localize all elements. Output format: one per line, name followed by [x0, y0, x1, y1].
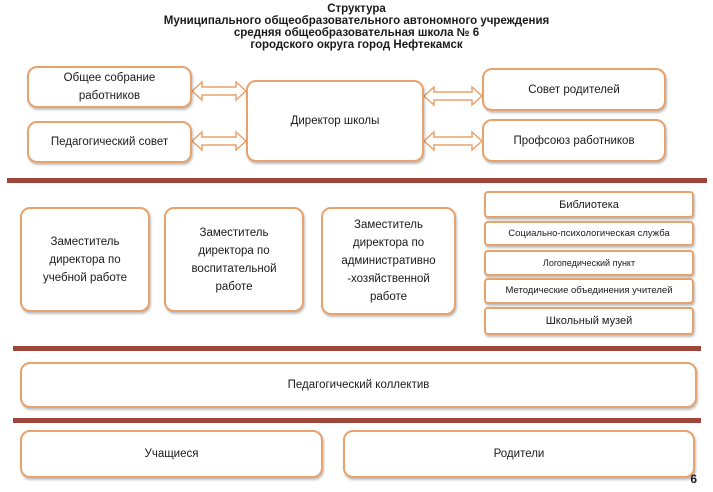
- trade-union-box: Профсоюз работников: [482, 119, 666, 162]
- arrow-pedagogical-council-director: [190, 130, 248, 152]
- deputy-academic-box: Заместитель директора по учебной работе: [20, 207, 150, 312]
- deputy-educational-box: Заместитель директора по воспитательной …: [164, 207, 304, 312]
- students-box: Учащиеся: [20, 430, 323, 478]
- deputy-administrative-box: Заместитель директора по административно…: [321, 207, 456, 315]
- library-box: Библиотека: [484, 191, 694, 218]
- page-number: 6: [690, 472, 697, 486]
- director-box: Директор школы: [246, 80, 424, 162]
- arrow-director-parents-council: [422, 85, 484, 107]
- divider-3: [13, 418, 701, 423]
- general-meeting-box: Общее собрание работников: [27, 66, 192, 108]
- school-museum-box: Школьный музей: [484, 307, 694, 335]
- psych-service-box: Социально-психологическая служба: [484, 221, 694, 246]
- parents-box: Родители: [343, 430, 695, 478]
- parents-council-box: Совет родителей: [482, 68, 666, 111]
- pedagogical-council-box: Педагогический совет: [27, 121, 192, 163]
- methodical-associations-box: Методические объединения учителей: [484, 278, 694, 304]
- speech-therapy-box: Логопедический пункт: [484, 250, 694, 276]
- title-line-1: Структура: [327, 3, 386, 15]
- divider-2: [13, 346, 701, 351]
- arrow-director-trade-union: [422, 130, 484, 152]
- title-line-2: Муниципального общеобразовательного авто…: [163, 15, 550, 27]
- divider-1: [7, 178, 707, 183]
- arrow-general-meeting-director: [190, 80, 248, 102]
- title-line-3: средняя общеобразовательная школа № 6: [233, 27, 480, 39]
- teaching-staff-box: Педагогический коллектив: [20, 362, 697, 408]
- title-line-4: городского округа город Нефтекамск: [250, 39, 463, 51]
